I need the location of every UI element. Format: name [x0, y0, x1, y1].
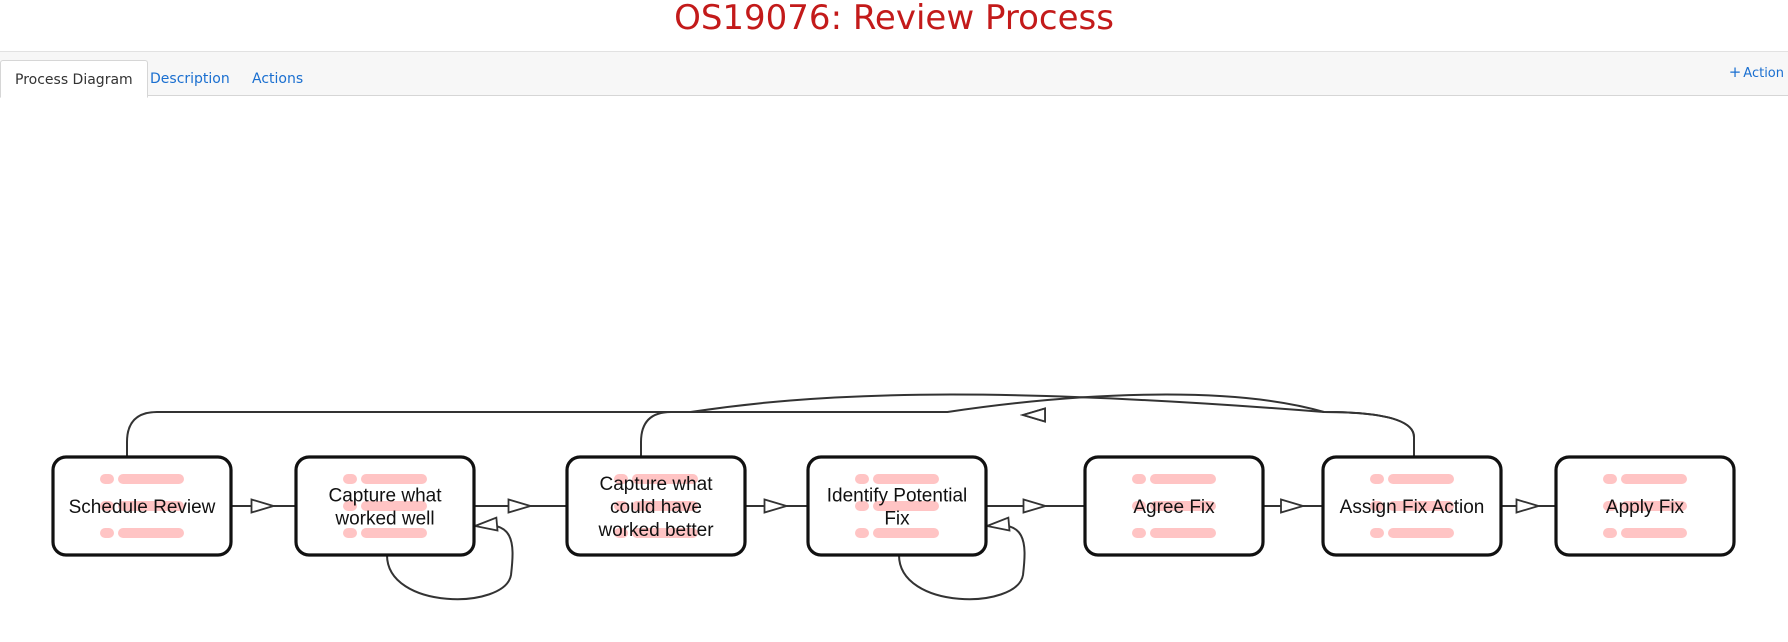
placeholder-dot [1603, 528, 1617, 538]
placeholder-dot [614, 528, 628, 538]
tab-description[interactable]: Description [150, 71, 230, 87]
page-title: OS19076: Review Process [674, 0, 1114, 38]
placeholder-bar [632, 474, 698, 484]
add-action-button[interactable]: +Action [1729, 62, 1784, 84]
placeholder-dot [1132, 528, 1146, 538]
placeholder-dot [1370, 474, 1384, 484]
placeholder-bar [1150, 501, 1216, 511]
placeholder-dot [1603, 501, 1617, 511]
node-apply-fix[interactable]: Apply Fix [1554, 455, 1736, 557]
placeholder-bar [1150, 528, 1216, 538]
plus-icon: + [1728, 63, 1742, 81]
placeholder-dot [1132, 474, 1146, 484]
placeholder-bar [361, 474, 427, 484]
placeholder-dot [343, 474, 357, 484]
placeholder-bar [1388, 501, 1454, 511]
placeholder-bar [118, 501, 184, 511]
placeholder-bar [361, 501, 427, 511]
edge-assign-fix-action-to-schedule-review [126, 393, 1415, 457]
node-assign-fix-action[interactable]: Assign Fix Action [1321, 455, 1503, 557]
placeholder-bar [1621, 528, 1687, 538]
node-label-line: Apply Fix [1606, 497, 1685, 518]
edge-capture-worked-well-to-capture-worked-well [386, 523, 514, 601]
placeholder-bar [361, 528, 427, 538]
placeholder-dot [1370, 501, 1384, 511]
placeholder-bar [118, 474, 184, 484]
node-label-line: Identify Potential [827, 486, 967, 507]
node-label-line: Agree Fix [1133, 497, 1215, 518]
placeholder-bar [1621, 474, 1687, 484]
placeholder-dot [855, 501, 869, 511]
edge-schedule-review-to-capture-worked-well-arrow [250, 498, 277, 514]
placeholder-bar [873, 474, 939, 484]
tab-process-diagram[interactable]: Process Diagram [0, 60, 148, 98]
placeholder-dot [855, 474, 869, 484]
placeholder-dot [343, 501, 357, 511]
placeholder-dot [100, 501, 114, 511]
placeholder-bar [632, 501, 698, 511]
node-label-line: Capture what [599, 474, 713, 495]
node-label-line: could have [610, 497, 702, 518]
node-label-line: worked better [597, 520, 714, 541]
placeholder-bar [873, 528, 939, 538]
node-label-line: Capture what [328, 486, 442, 507]
placeholder-dot [100, 474, 114, 484]
edge-assign-fix-action-to-apply-fix-arrow [1515, 498, 1542, 514]
placeholder-bar [1388, 474, 1454, 484]
edges-layer [126, 393, 1556, 601]
edge-capture-worked-better-to-identify-fix-arrow [763, 498, 790, 514]
placeholder-dot [343, 528, 357, 538]
edge-identify-fix-to-identify-fix-arrow [983, 516, 1011, 532]
edge-assign-fix-action-to-schedule-review-arrow [1019, 407, 1046, 423]
add-action-label: Action [1743, 66, 1784, 81]
tab-bar: Process Diagram Description Actions +Act… [0, 51, 1788, 98]
placeholder-bar [118, 528, 184, 538]
tab-actions[interactable]: Actions [252, 71, 304, 87]
placeholder-bar [632, 528, 698, 538]
node-label-line: Schedule Review [69, 497, 216, 518]
edge-identify-fix-to-identify-fix [898, 523, 1026, 601]
placeholder-dot [100, 528, 114, 538]
placeholder-dot [855, 528, 869, 538]
placeholder-dot [1370, 528, 1384, 538]
edge-capture-worked-well-to-capture-worked-better-arrow [507, 498, 534, 514]
placeholder-dot [1132, 501, 1146, 511]
node-label-line: worked well [334, 509, 434, 530]
node-label-line: Assign Fix Action [1340, 497, 1485, 518]
node-agree-fix[interactable]: Agree Fix [1083, 455, 1265, 557]
placeholder-dot [1603, 474, 1617, 484]
edge-identify-fix-to-agree-fix-arrow [1022, 498, 1049, 514]
placeholder-dot [614, 501, 628, 511]
placeholder-bar [1621, 501, 1687, 511]
placeholder-bar [1388, 528, 1454, 538]
edge-capture-worked-well-to-capture-worked-well-arrow [471, 516, 499, 532]
edge-agree-fix-to-assign-fix-action-arrow [1280, 498, 1307, 514]
node-schedule-review[interactable]: Schedule Review [51, 455, 233, 557]
placeholder-dot [614, 474, 628, 484]
node-label-line: Fix [884, 509, 910, 530]
placeholder-bar [1150, 474, 1216, 484]
placeholder-bar [873, 501, 939, 511]
